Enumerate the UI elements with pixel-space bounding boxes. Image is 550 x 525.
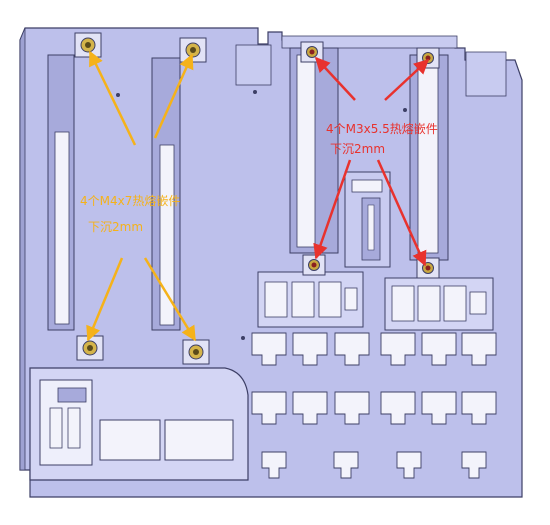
keyhole-cutout — [251, 332, 287, 366]
m3-arrow-bottom-right — [376, 159, 427, 267]
connector-block-left — [257, 271, 364, 328]
keyhole-cutout — [421, 332, 457, 366]
left-slot-a — [47, 54, 75, 331]
center-holder — [344, 171, 391, 268]
keyhole-cutout — [292, 391, 328, 425]
keyhole-cutout-small — [396, 451, 422, 479]
left-slot-b — [151, 57, 181, 331]
m3-insert-top-left — [300, 41, 324, 63]
keyhole-cutout — [334, 332, 370, 366]
keyhole-cutout — [292, 332, 328, 366]
keyhole-cutout — [334, 391, 370, 425]
m3-callout-arrows — [313, 56, 430, 267]
m4-insert-top-right — [179, 37, 207, 63]
m3-callout-line1: 4个M3x5.5热熔嵌件 — [326, 122, 438, 136]
m4-arrow-bottom-left — [86, 257, 124, 342]
keyhole-cutout — [380, 332, 416, 366]
keyhole-cutout — [251, 391, 287, 425]
m3-arrow-bottom-left — [313, 159, 352, 260]
keyhole-cutout — [461, 332, 497, 366]
m4-arrow-top-right — [153, 53, 194, 139]
keyhole-cutouts — [251, 332, 497, 479]
m4-callout-arrows — [86, 50, 197, 342]
connector-block-right — [384, 277, 494, 331]
m3-insert-bottom-left — [302, 254, 326, 276]
keyhole-cutout — [461, 391, 497, 425]
m4-arrow-bottom-right — [143, 257, 197, 342]
keyhole-cutout — [421, 391, 457, 425]
m4-insert-top-left — [74, 32, 102, 58]
m4-insert-bottom-left — [76, 335, 104, 361]
keyhole-cutout-small — [461, 451, 487, 479]
m4-insert-bottom-right — [182, 339, 210, 365]
m4-callout-line2: 下沉2mm — [88, 220, 144, 234]
right-slot-b — [409, 54, 449, 261]
m3-arrow-top-right — [384, 58, 430, 101]
keyhole-cutout-small — [333, 451, 359, 479]
m3-insert-top-right — [416, 47, 440, 69]
bottom-left-module — [29, 367, 249, 481]
m4-arrow-top-left — [88, 50, 137, 146]
m3-arrow-top-left — [314, 56, 356, 101]
m3-insert-bottom-right — [416, 257, 440, 279]
m3-callout-line2: 下沉2mm — [330, 142, 386, 156]
m4-callout-line1: 4个M4x7热熔嵌件 — [80, 194, 181, 208]
keyhole-cutout — [380, 391, 416, 425]
keyhole-cutout-small — [261, 451, 287, 479]
